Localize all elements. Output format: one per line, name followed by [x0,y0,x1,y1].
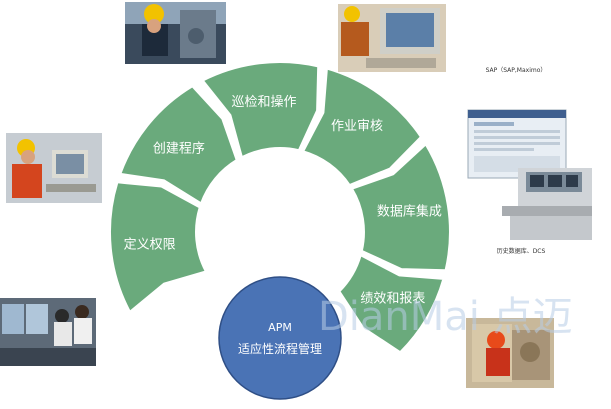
operator-workstation-photo [338,4,446,72]
dcs-console-photo [502,168,592,240]
history-dcs-caption: 历史数据库、DCS [497,247,546,255]
cycle-step-label-3: 巡检和操作 [231,94,296,110]
center-title: APM [268,321,292,334]
cycle-step-6: 绩效和报表 [338,253,445,354]
cycle-step-shape-5 [350,142,451,272]
cycle-step-3: 巡检和操作 [201,61,320,159]
cycle-step-shape-6 [338,253,445,354]
sap-screen-photo [467,109,567,179]
cycle-step-1: 定义权限 [108,181,208,314]
cycle-step-shape-2 [118,85,238,205]
cycle-step-label-4: 作业审核 [331,119,383,134]
cycle-step-label-2: 创建程序 [153,142,205,157]
field-worker-equipment-photo [466,318,554,388]
cycle-step-shape-1 [108,181,208,314]
cycle-step-label-5: 数据库集成 [377,204,442,220]
cycle-step-label-1: 定义权限 [124,237,176,253]
cycle-step-4: 作业审核 [301,67,423,187]
worker-hardhat-computer-photo [6,133,102,203]
center-circle: APM 适应性流程管理 [218,276,342,400]
cycle-step-shape-3 [201,61,320,159]
cycle-step-2: 创建程序 [118,85,238,205]
cycle-step-5: 数据库集成 [350,142,451,272]
sap-caption: SAP（SAP,Maximo） [486,67,547,74]
cycle-step-label-6: 绩效和报表 [360,292,425,307]
watermark-text: DianMai 点迈 [318,294,573,340]
cycle-step-shape-4 [301,67,423,187]
center-subtitle: 适应性流程管理 [238,341,322,356]
control-room-operators-photo [0,298,96,366]
worker-hardhat-valve-photo [125,2,226,64]
